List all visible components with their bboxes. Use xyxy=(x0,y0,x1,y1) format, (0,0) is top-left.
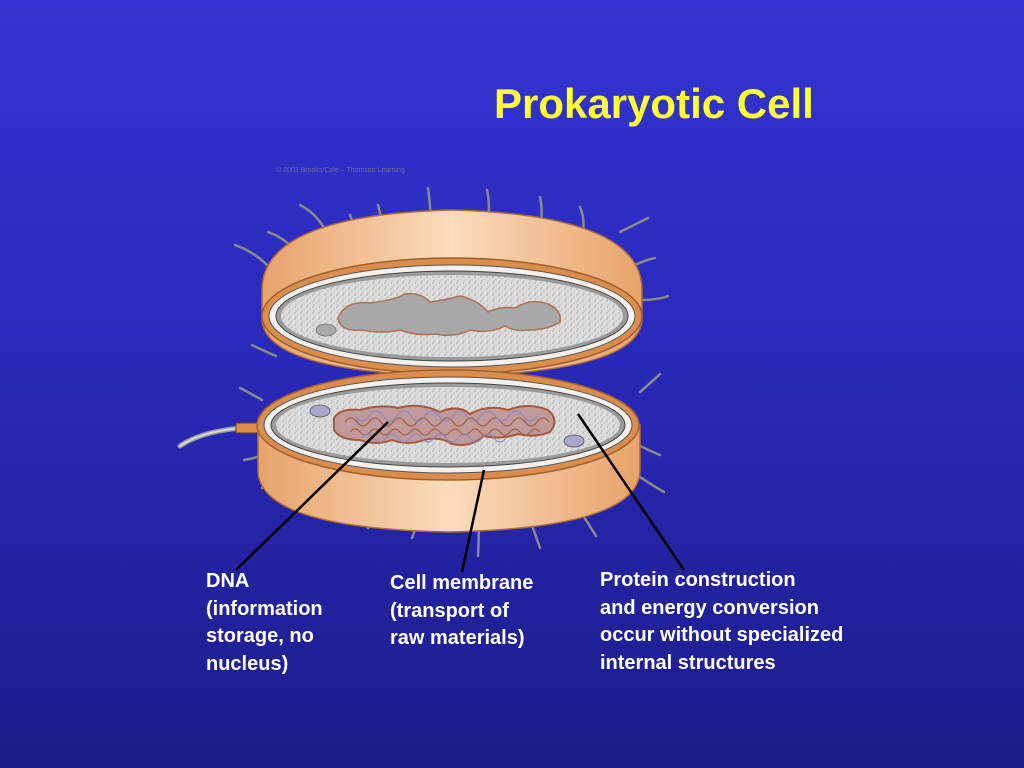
pointer-lines xyxy=(235,413,686,573)
label-membrane-line: Cell membrane xyxy=(390,572,534,594)
ribosome-left xyxy=(309,404,331,418)
label-dna-line: (information xyxy=(206,597,323,620)
label-dna-line: nucleus) xyxy=(206,652,289,675)
pointer-dna xyxy=(235,421,389,571)
label-dna-line: storage, no xyxy=(206,625,314,647)
copyright-notice: © 2003 Brooks/Cole – Thomson Learning xyxy=(276,167,405,174)
label-cell-membrane: Cell membrane (transport of raw material… xyxy=(390,570,533,653)
label-dna: DNA (information storage, no nucleus) xyxy=(206,568,323,678)
pointer-protein xyxy=(576,413,686,571)
pointer-membrane xyxy=(460,469,486,573)
label-protein-construction: Protein construction and energy conversi… xyxy=(600,567,843,677)
pili-top xyxy=(233,186,670,302)
label-protein-line: internal structures xyxy=(600,651,776,674)
label-dna-line: DNA xyxy=(206,570,250,592)
ribosome-right xyxy=(563,434,585,448)
cell-bottom-half xyxy=(256,369,641,533)
label-protein-line: Protein construction xyxy=(600,569,796,591)
flagellum xyxy=(177,422,271,449)
slide-title: Prokaryotic Cell xyxy=(494,80,814,127)
label-membrane-line: (transport of xyxy=(390,599,509,622)
cell-top-half xyxy=(261,209,643,377)
label-protein-line: and energy conversion xyxy=(600,596,819,619)
label-protein-line: occur without specialized xyxy=(600,624,844,646)
label-membrane-line: raw materials) xyxy=(390,627,525,649)
